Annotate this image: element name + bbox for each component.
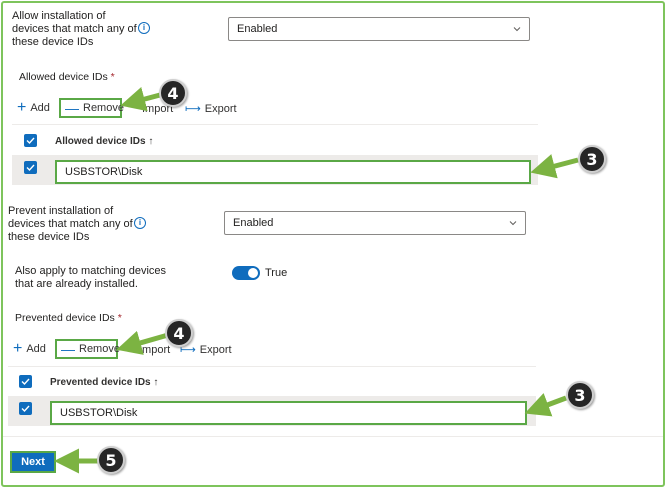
divider: [12, 124, 538, 125]
info-icon[interactable]: i: [134, 217, 146, 229]
select-all-checkbox[interactable]: [24, 134, 37, 147]
import-button[interactable]: Import: [142, 103, 174, 115]
footer-divider: [3, 436, 663, 437]
chevron-down-icon: [513, 27, 521, 32]
allowed-device-ids-title: Allowed device IDs *: [19, 71, 115, 83]
import-button[interactable]: Import: [139, 344, 171, 356]
prevented-device-id-input[interactable]: USBSTOR\Disk: [50, 401, 527, 425]
info-icon[interactable]: i: [138, 22, 150, 34]
prevented-device-ids-title: Prevented device IDs *: [15, 312, 122, 324]
export-button[interactable]: ⟼ Export: [185, 103, 237, 115]
checkmark-icon: [26, 164, 35, 172]
minus-icon: —: [61, 341, 75, 357]
callout-badge-5: 5: [97, 446, 125, 474]
plus-icon: +: [17, 99, 27, 116]
select-all-checkbox[interactable]: [19, 375, 32, 388]
allowed-device-id-input[interactable]: USBSTOR\Disk: [55, 160, 531, 184]
prevented-ids-column-header[interactable]: Prevented device IDs ↑: [50, 377, 159, 388]
minus-icon: —: [65, 100, 79, 116]
prevent-installation-label: Prevent installation of devices that mat…: [8, 205, 133, 243]
allow-installation-dropdown[interactable]: Enabled: [228, 17, 530, 41]
prevent-installation-dropdown[interactable]: Enabled: [224, 211, 526, 235]
row-checkbox[interactable]: [19, 402, 32, 415]
export-arrow-icon: ⟼: [185, 103, 201, 115]
callout-arrow-remove-prevent: [116, 330, 169, 355]
toggle-knob: [248, 268, 258, 278]
callout-badge-3: 3: [566, 381, 594, 409]
plus-icon: +: [13, 340, 23, 357]
chevron-down-icon: [509, 221, 517, 226]
callout-badge-4: 4: [159, 79, 187, 107]
toggle-state-label: True: [265, 267, 288, 279]
add-button[interactable]: + Add: [13, 340, 46, 357]
add-button[interactable]: + Add: [17, 99, 50, 116]
callout-badge-4: 4: [165, 319, 193, 347]
callout-arrow-field-prevent: [524, 393, 567, 417]
export-button[interactable]: ⟼ Export: [180, 344, 232, 356]
checkmark-icon: [21, 378, 30, 386]
checkmark-icon: [26, 137, 35, 145]
allowed-ids-column-header[interactable]: Allowed device IDs ↑: [55, 136, 154, 147]
remove-button[interactable]: — Remove: [59, 98, 124, 118]
divider: [8, 366, 536, 367]
allow-installation-label: Allow installation of devices that match…: [12, 10, 137, 48]
callout-arrow-remove-allow: [120, 87, 161, 112]
callout-badge-3: 3: [578, 145, 606, 173]
also-apply-toggle[interactable]: [232, 266, 260, 280]
checkmark-icon: [21, 405, 30, 413]
callout-arrow-field-allow: [530, 154, 579, 179]
row-checkbox[interactable]: [24, 161, 37, 174]
export-arrow-icon: ⟼: [180, 344, 196, 356]
also-apply-label: Also apply to matching devices that are …: [15, 265, 167, 290]
